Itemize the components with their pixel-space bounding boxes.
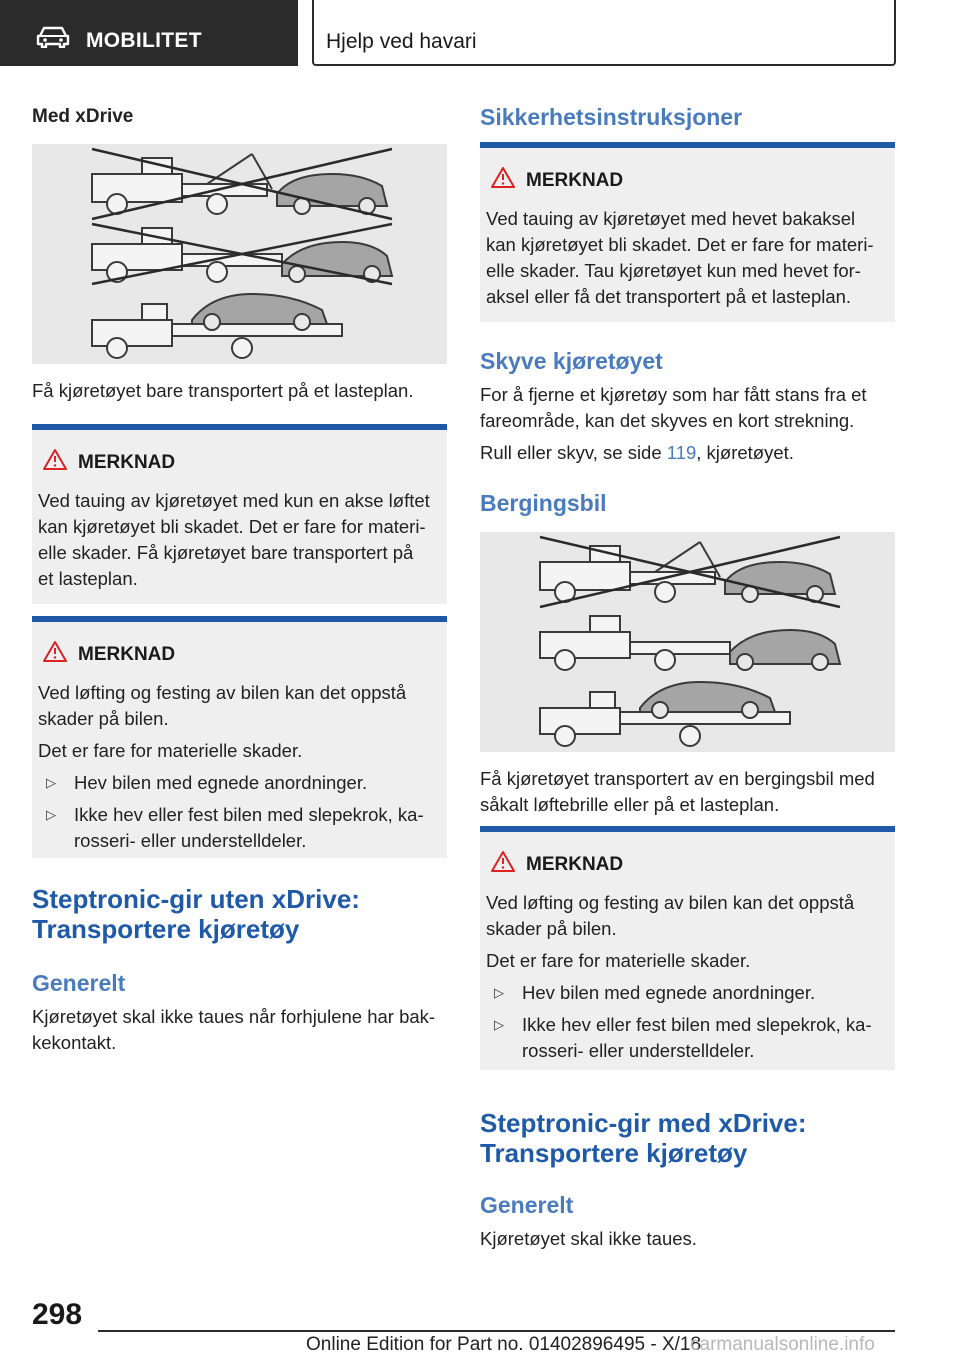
figure2-caption: Få kjøretøyet transportert av en berging… [480,768,875,789]
warning-icon [491,167,515,188]
bullet-triangle-icon: ▷ [494,985,504,1000]
general-text: kekontakt. [32,1032,117,1053]
bullet-triangle-icon: ▷ [46,807,56,822]
note-line: elle skader. Tau kjøretøyet kun med heve… [486,260,861,281]
bullet-triangle-icon: ▷ [46,775,56,790]
note-line: Ved tauing av kjøretøyet med hevet bakak… [486,208,856,229]
push-text: For å fjerne et kjøretøy som har fått st… [480,384,867,405]
steptronic-heading-line1: Steptronic-gir uten xDrive: [32,884,360,914]
note-line: elle skader. Få kjøretøyet bare transpor… [38,542,414,563]
safety-heading: Sikkerhetsinstruksjoner [480,104,743,130]
warning-icon [491,851,515,872]
figure2-caption: såkalt løftebrille eller på et lasteplan… [480,794,780,815]
warning-icon [43,449,67,470]
roll-text: Rull eller skyv, se side 119, kjøretøyet… [480,442,794,463]
header-title: Hjelp ved havari [326,30,477,53]
bullet-triangle-icon: ▷ [494,1017,504,1032]
general-heading: Generelt [32,970,126,996]
push-heading: Skyve kjøretøyet [480,348,663,374]
note-box-2: MERKNAD Ved løfting og festing av bilen … [32,616,447,858]
note-title: MERKNAD [526,854,624,875]
note-title: MERKNAD [78,644,176,665]
push-text: fareområde, kan det skyves en kort strek… [480,410,855,431]
page-number: 298 [32,1298,83,1331]
car-icon [36,26,70,48]
footer-rule [98,1330,895,1332]
general-text: Kjøretøyet skal ikke taues. [480,1228,697,1249]
xdrive-heading: Med xDrive [32,106,134,127]
tow-illustration [539,535,842,747]
note-line: skader på bilen. [486,918,617,939]
note-box-3: MERKNAD Ved tauing av kjøretøyet med hev… [480,142,895,322]
footer-edition: Online Edition for Part no. 01402896495 … [306,1334,702,1355]
steptronic-heading-line2: Transportere kjøretøy [480,1138,748,1168]
note-line: Ved tauing av kjøretøyet med kun en akse… [38,490,430,511]
figure1-caption: Få kjøretøyet bare transportert på et la… [32,380,414,401]
note-box-4: MERKNAD Ved løfting og festing av bilen … [480,826,895,1070]
note-line: Ved løfting og festing av bilen kan det … [486,892,855,913]
note-line: Det er fare for materielle skader. [486,950,751,971]
warning-icon [43,641,67,662]
header-section-label: MOBILITET [86,29,202,52]
figure-transport-xdrive [32,144,447,364]
watermark: carmanualsonline.info [690,1334,875,1355]
note-line: et lasteplan. [38,568,138,589]
general-text: Kjøretøyet skal ikke taues når forhjulen… [32,1006,436,1027]
note-title: MERKNAD [78,452,176,473]
tow-illustration [91,147,394,359]
note-line: Det er fare for materielle skader. [38,740,303,761]
note-line: aksel eller få det transportert på et la… [486,286,852,307]
note-line: kan kjøretøyet bli skadet. Det er fare f… [486,234,874,255]
steptronic-heading-line2: Transportere kjøretøy [32,914,300,944]
header-section-tab: MOBILITET [0,0,298,66]
note-title: MERKNAD [526,170,624,191]
steptronic-heading-line1: Steptronic-gir med xDrive: [480,1108,807,1138]
page-link[interactable]: 119 [666,442,697,463]
tow-heading: Bergingsbil [480,490,607,516]
note-line: Ved løfting og festing av bilen kan det … [38,682,407,703]
note-box-1: MERKNAD Ved tauing av kjøretøyet med kun… [32,424,447,604]
header-title-box [312,0,896,66]
general-heading: Generelt [480,1192,574,1218]
figure-tow-truck [480,532,895,752]
note-line: kan kjøretøyet bli skadet. Det er fare f… [38,516,426,537]
note-line: skader på bilen. [38,708,169,729]
